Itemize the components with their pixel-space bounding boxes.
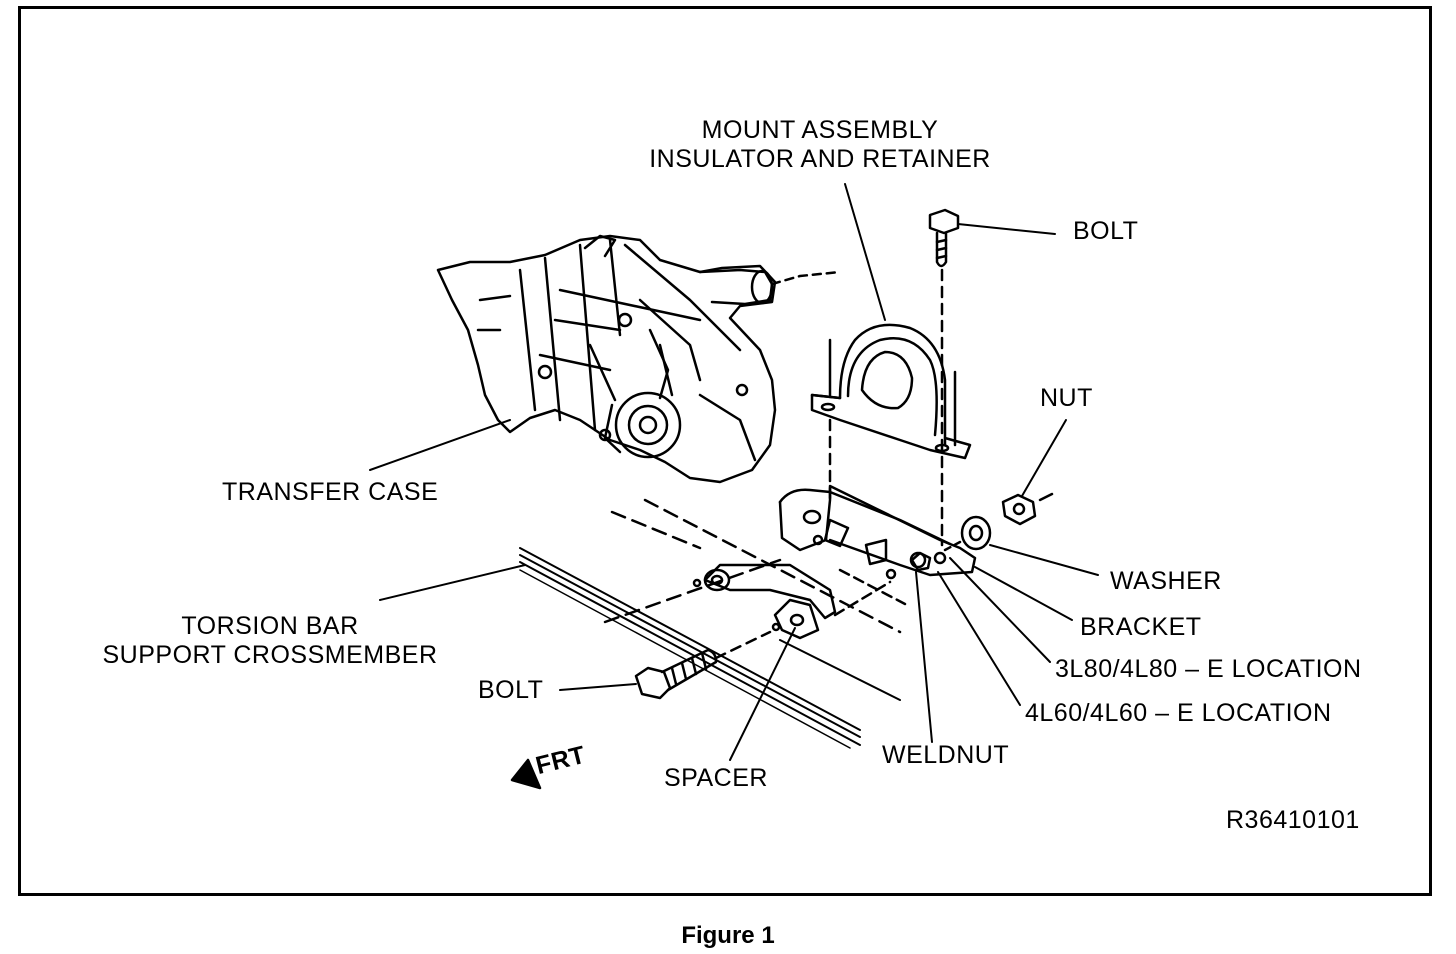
label-bracket: BRACKET xyxy=(1080,613,1202,641)
label-location-3l80: 3L80/4L80 – E LOCATION xyxy=(1055,655,1362,683)
leader-bolt-top xyxy=(957,223,1056,235)
label-bolt-bottom: BOLT xyxy=(478,676,544,704)
label-mount-assembly: MOUNT ASSEMBLY INSULATOR AND RETAINER xyxy=(620,116,1020,174)
nut-washer-drawing xyxy=(943,492,1054,552)
leader-nut xyxy=(1021,419,1067,497)
front-arrow-icon xyxy=(510,758,542,790)
leader-lines xyxy=(369,183,1099,761)
label-location-4l60: 4L60/4L60 – E LOCATION xyxy=(1025,699,1332,727)
label-nut: NUT xyxy=(1040,384,1093,412)
leader-torsion-bar xyxy=(379,564,526,601)
leader-3l80 xyxy=(949,557,1051,663)
leader-4l60 xyxy=(937,571,1021,706)
label-mount-assembly-line2: INSULATOR AND RETAINER xyxy=(649,145,991,173)
top-bolt-drawing xyxy=(928,208,960,547)
leader-bracket xyxy=(974,566,1073,621)
mount-assembly-drawing xyxy=(810,323,972,460)
leader-washer xyxy=(989,544,1099,576)
leader-bolt-bottom xyxy=(559,683,637,691)
label-washer: WASHER xyxy=(1110,567,1222,595)
crossmember-drawing xyxy=(519,498,907,749)
leader-mount xyxy=(844,183,886,321)
label-spacer: SPACER xyxy=(664,764,768,792)
label-torsion-bar: TORSION BAR SUPPORT CROSSMEMBER xyxy=(80,612,460,670)
leader-transfer-case xyxy=(369,419,511,471)
transfer-case-drawing xyxy=(436,234,842,484)
label-weldnut: WELDNUT xyxy=(882,741,1010,769)
label-bolt-top: BOLT xyxy=(1073,217,1139,245)
leader-spacer xyxy=(729,627,796,761)
figure-frame xyxy=(18,6,1432,896)
label-part-number: R36410101 xyxy=(1226,806,1360,834)
figure-caption: Figure 1 xyxy=(681,922,775,949)
label-mount-assembly-line1: MOUNT ASSEMBLY xyxy=(701,116,939,144)
label-torsion-bar-line2: SUPPORT CROSSMEMBER xyxy=(102,641,438,669)
weldnut-drawing xyxy=(910,551,932,572)
spacer-drawing xyxy=(692,534,897,640)
label-transfer-case: TRANSFER CASE xyxy=(222,478,439,506)
label-torsion-bar-line1: TORSION BAR xyxy=(181,612,359,640)
bottom-bolt-drawing xyxy=(634,630,772,700)
leader-weldnut xyxy=(915,571,933,743)
